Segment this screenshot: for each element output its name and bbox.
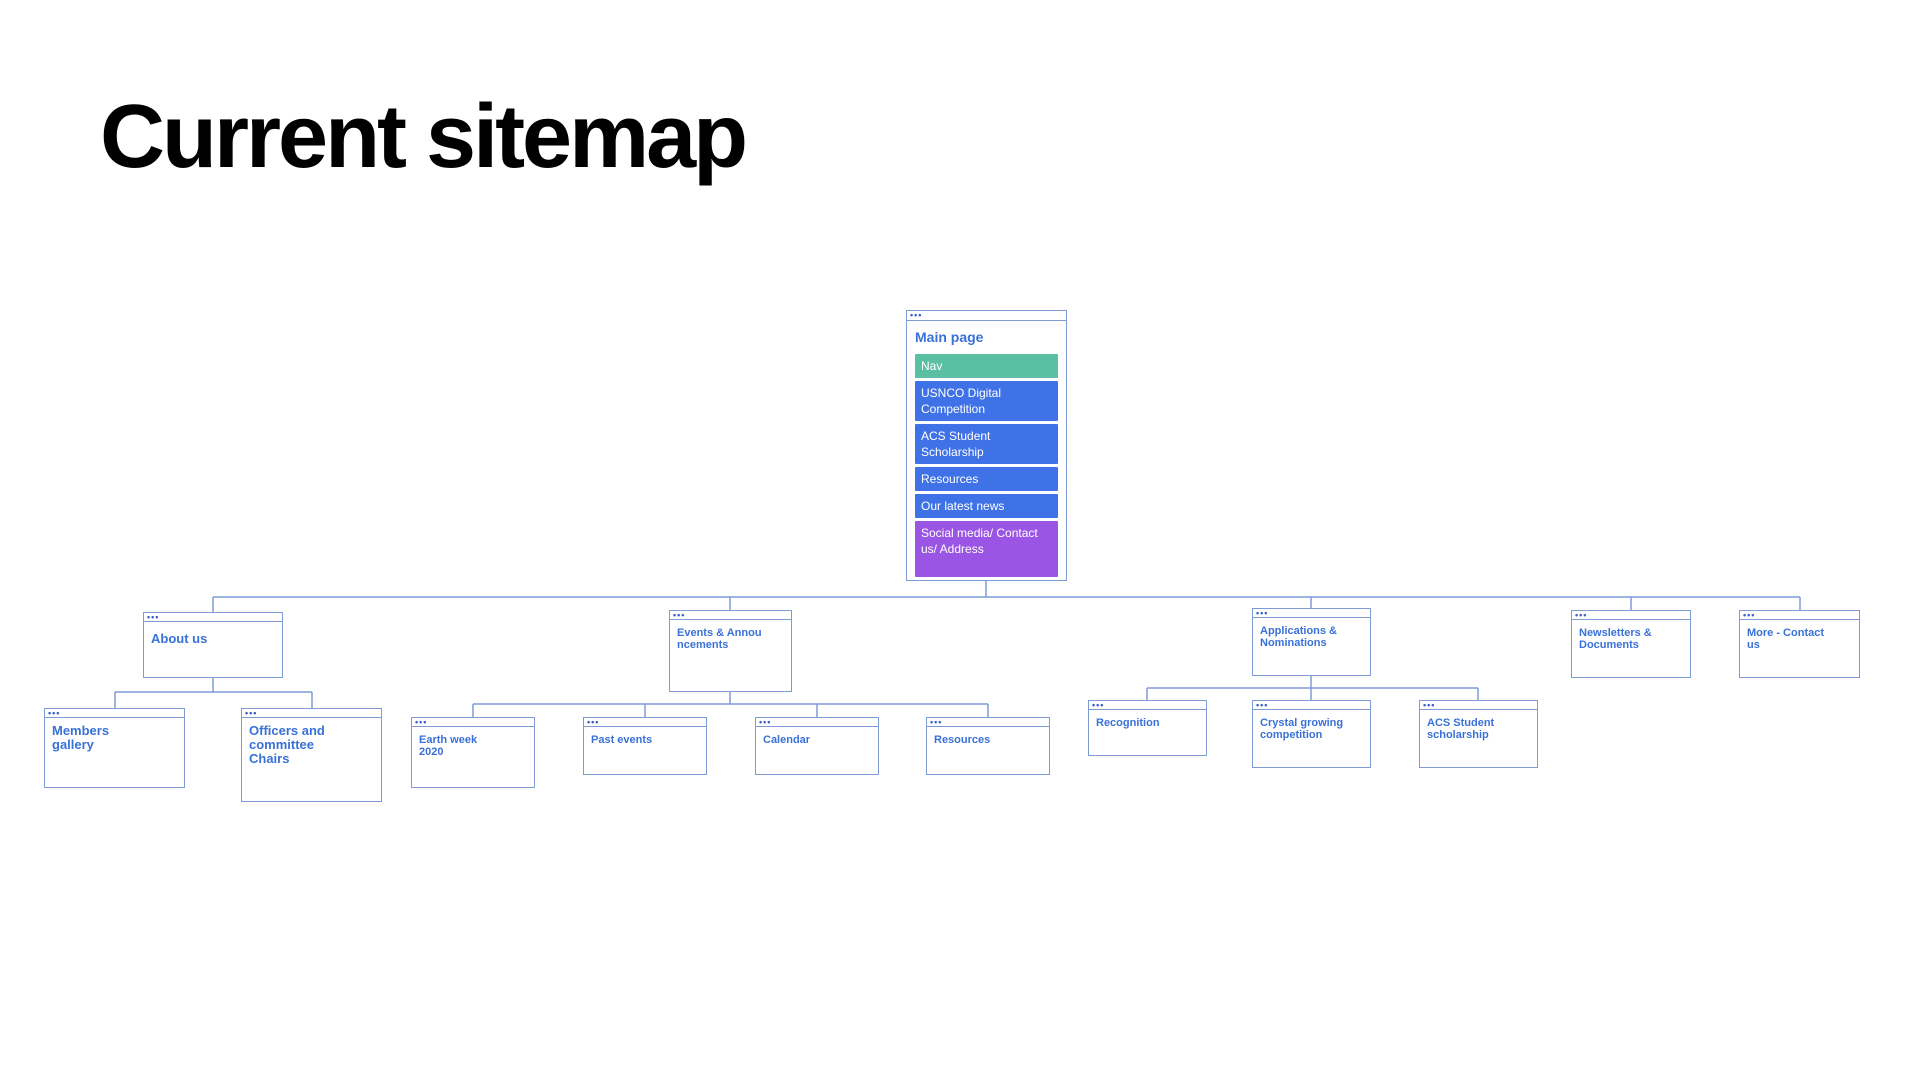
node-header: ••• bbox=[907, 311, 1066, 321]
node-header: ••• bbox=[1740, 611, 1859, 620]
window-dots-icon: ••• bbox=[910, 310, 923, 320]
section-label: USNCO Digital Competition bbox=[921, 386, 1002, 416]
section-social-contact-address: Social media/ Contact us/ Address bbox=[915, 521, 1058, 577]
node-header: ••• bbox=[1253, 701, 1370, 710]
window-dots-icon: ••• bbox=[48, 708, 61, 718]
node-recognition: ••• Recognition bbox=[1088, 700, 1207, 756]
node-header: ••• bbox=[242, 709, 381, 718]
window-dots-icon: ••• bbox=[1575, 610, 1588, 620]
window-dots-icon: ••• bbox=[587, 717, 600, 727]
node-header: ••• bbox=[756, 718, 878, 727]
node-header: ••• bbox=[1089, 701, 1206, 710]
node-acs-student-scholarship: ••• ACS Student scholarship bbox=[1419, 700, 1538, 768]
section-our-latest-news: Our latest news bbox=[915, 494, 1058, 518]
node-about-us: ••• About us bbox=[143, 612, 283, 678]
window-dots-icon: ••• bbox=[1256, 608, 1269, 618]
window-dots-icon: ••• bbox=[673, 610, 686, 620]
window-dots-icon: ••• bbox=[930, 717, 943, 727]
node-events-announcements: ••• Events & Announcements bbox=[669, 610, 792, 692]
main-page-title: Main page bbox=[915, 329, 984, 345]
node-label: Recognition bbox=[1096, 717, 1160, 729]
node-header: ••• bbox=[670, 611, 791, 620]
section-nav: Nav bbox=[915, 354, 1058, 378]
node-events-resources: ••• Resources bbox=[926, 717, 1050, 775]
node-header: ••• bbox=[144, 613, 282, 622]
node-members-gallery: ••• Members gallery bbox=[44, 708, 185, 788]
node-header: ••• bbox=[1253, 609, 1370, 618]
window-dots-icon: ••• bbox=[1256, 700, 1269, 710]
window-dots-icon: ••• bbox=[1092, 700, 1105, 710]
window-dots-icon: ••• bbox=[1743, 610, 1756, 620]
node-header: ••• bbox=[45, 709, 184, 718]
node-header: ••• bbox=[1420, 701, 1537, 710]
window-dots-icon: ••• bbox=[415, 717, 428, 727]
node-label: Newsletters & Documents bbox=[1579, 627, 1652, 651]
node-header: ••• bbox=[412, 718, 534, 727]
node-label: Earth week 2020 bbox=[419, 734, 478, 758]
window-dots-icon: ••• bbox=[245, 708, 258, 718]
node-label: Officers and committee Chairs bbox=[249, 723, 325, 766]
window-dots-icon: ••• bbox=[1423, 700, 1436, 710]
node-label: More - Contact us bbox=[1747, 627, 1824, 651]
node-header: ••• bbox=[1572, 611, 1690, 620]
node-label: Past events bbox=[591, 734, 653, 746]
node-label: About us bbox=[151, 631, 208, 646]
section-usnco-digital-competition: USNCO Digital Competition bbox=[915, 381, 1058, 421]
node-label: Members gallery bbox=[52, 723, 110, 752]
section-label: ACS Student Scholarship bbox=[921, 429, 991, 459]
node-label: Resources bbox=[934, 734, 991, 746]
node-applications-nominations: ••• Applications & Nominations bbox=[1252, 608, 1371, 676]
node-header: ••• bbox=[584, 718, 706, 727]
main-page-node: ••• Main page Nav USNCO Digital Competit… bbox=[906, 310, 1067, 581]
section-resources: Resources bbox=[915, 467, 1058, 491]
node-label: Applications & Nominations bbox=[1260, 625, 1338, 649]
node-past-events: ••• Past events bbox=[583, 717, 707, 775]
node-crystal-growing-competition: ••• Crystal growing competition bbox=[1252, 700, 1371, 768]
slide-title: Current sitemap bbox=[100, 87, 748, 187]
node-label: ACS Student scholarship bbox=[1427, 717, 1495, 741]
node-officers-committee-chairs: ••• Officers and committee Chairs bbox=[241, 708, 382, 802]
node-earth-week-2020: ••• Earth week 2020 bbox=[411, 717, 535, 788]
node-calendar: ••• Calendar bbox=[755, 717, 879, 775]
node-label: Crystal growing competition bbox=[1260, 717, 1344, 741]
section-label: Our latest news bbox=[921, 499, 1005, 513]
node-newsletters-documents: ••• Newsletters & Documents bbox=[1571, 610, 1691, 678]
section-label: Social media/ Contact us/ Address bbox=[921, 526, 1038, 556]
node-more-contact-us: ••• More - Contact us bbox=[1739, 610, 1860, 678]
window-dots-icon: ••• bbox=[147, 612, 160, 622]
section-label: Resources bbox=[921, 472, 979, 486]
window-dots-icon: ••• bbox=[759, 717, 772, 727]
section-label: Nav bbox=[921, 359, 943, 373]
node-label: Calendar bbox=[763, 734, 811, 746]
section-acs-student-scholarship: ACS Student Scholarship bbox=[915, 424, 1058, 464]
node-header: ••• bbox=[927, 718, 1049, 727]
node-label: Events & Announcements bbox=[677, 627, 762, 651]
